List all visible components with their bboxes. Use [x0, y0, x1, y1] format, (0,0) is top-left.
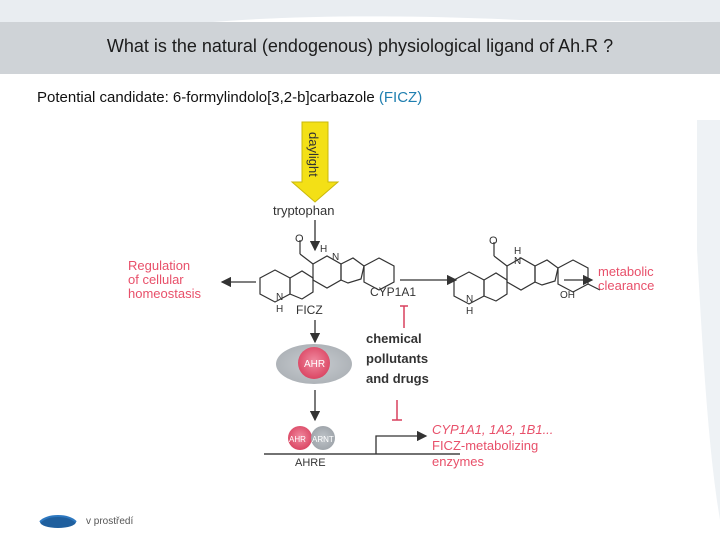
ahr-complex: AHR [276, 344, 352, 384]
ahre-label: AHRE [295, 457, 326, 469]
ficz-pathway-diagram: daylight tryptophan O H N N H FICZ Regul… [30, 118, 697, 524]
hydroxy-ficz-molecule [453, 242, 601, 305]
transcription-arrow [375, 430, 428, 454]
ahr-nuclear-label: AHR [289, 435, 306, 444]
gene-line3: enzymes [432, 454, 485, 469]
ficz-atom-h1: H [320, 244, 327, 255]
daylight-label: daylight [306, 132, 321, 177]
right-outcome-line1: metabolic [598, 264, 654, 279]
ficz-atom-o: O [295, 233, 304, 245]
cyp1a1-label: CYP1A1 [370, 285, 416, 299]
left-outcome-line3: homeostasis [128, 286, 201, 301]
ficz-atom-h2: H [276, 304, 283, 315]
hficz-atom-h1: H [514, 246, 521, 257]
hficz-atom-n2: N [466, 294, 473, 305]
inhibitor-line2: pollutants [366, 351, 428, 366]
ficz-atom-n1: N [332, 252, 339, 263]
left-outcome-line1: Regulation [128, 258, 190, 273]
ficz-atom-n2: N [276, 292, 283, 303]
inhibition-bar-genes [392, 400, 402, 421]
tryptophan-label: tryptophan [273, 203, 334, 218]
subtitle-highlight: (FICZ) [378, 89, 423, 106]
arnt-label: ARNT [312, 435, 334, 444]
ahr-arnt-dimer: AHR ARNT [288, 426, 335, 450]
right-outcome-line2: clearance [598, 278, 654, 293]
title-bar [0, 22, 720, 74]
left-outcome-line2: of cellular [128, 272, 184, 287]
footer-text: v prostředí [86, 516, 134, 527]
gene-line1: CYP1A1, 1A2, 1B1... [432, 422, 553, 437]
oh-label: OH [560, 290, 575, 301]
footer-logo [39, 515, 77, 528]
slide-subtitle: Potential candidate: 6-formylindolo[3,2-… [37, 89, 422, 106]
inhibition-bar-cyp1a1 [400, 305, 408, 328]
daylight-arrow: daylight [290, 121, 340, 203]
gene-line2: FICZ-metabolizing [432, 438, 538, 453]
inhibitor-line3: and drugs [366, 371, 429, 386]
hficz-atom-n1: N [514, 256, 521, 267]
subtitle-text: Potential candidate: 6-formylindolo[3,2-… [37, 89, 379, 106]
hficz-atom-h2: H [466, 306, 473, 317]
ficz-molecule [259, 240, 395, 303]
hficz-atom-o: O [489, 235, 498, 247]
ficz-label: FICZ [296, 303, 323, 317]
ahr-cytosol-label: AHR [304, 359, 325, 370]
slide-title: What is the natural (endogenous) physiol… [106, 36, 614, 56]
inhibitor-line1: chemical [366, 331, 422, 346]
